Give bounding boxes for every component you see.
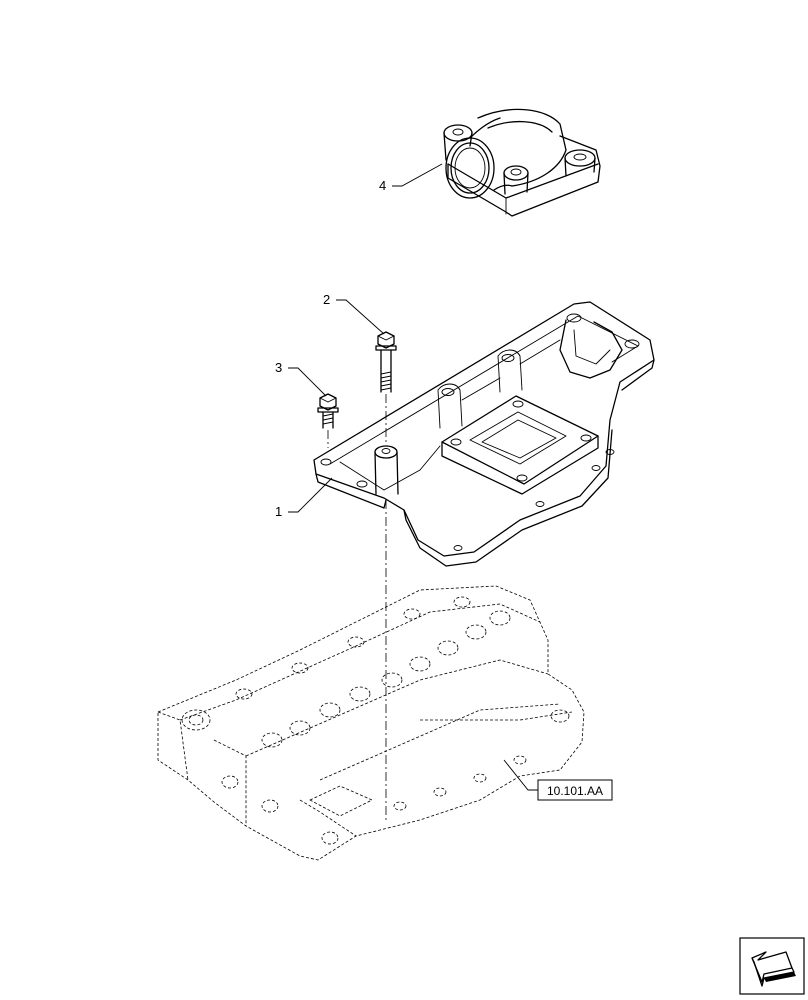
callout-4-leader bbox=[392, 163, 443, 187]
callout-2-leader bbox=[336, 299, 385, 335]
callout-4: 4 bbox=[379, 178, 386, 193]
cylinder-head-phantom bbox=[157, 585, 585, 861]
callout-1-leader bbox=[288, 477, 333, 513]
reference-leader bbox=[503, 759, 538, 791]
callout-3-leader bbox=[288, 367, 327, 397]
outlet-elbow-part-4 bbox=[443, 108, 601, 217]
reference-label: 10.101.AA bbox=[547, 784, 603, 798]
intake-manifold-part-1 bbox=[313, 301, 655, 567]
reference-box[interactable]: 10.101.AA bbox=[537, 779, 613, 801]
callout-1: 1 bbox=[275, 504, 282, 519]
callout-2: 2 bbox=[323, 292, 330, 307]
short-bolt-part-3 bbox=[317, 393, 339, 429]
next-page-arrow-icon[interactable] bbox=[739, 937, 805, 995]
long-bolt-part-2 bbox=[375, 331, 397, 393]
callout-3: 3 bbox=[275, 360, 282, 375]
